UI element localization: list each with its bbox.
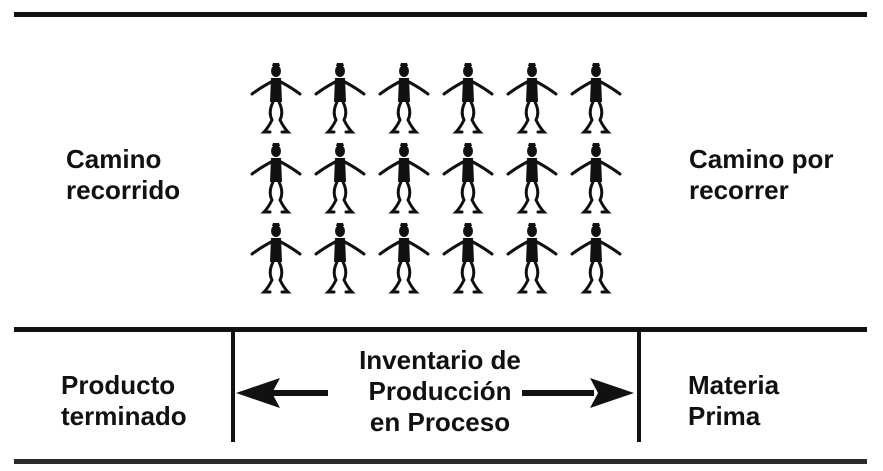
worker-figure-icon	[570, 223, 622, 294]
worker-figure	[564, 62, 628, 142]
worker-figure	[244, 142, 308, 222]
worker-figure	[500, 142, 564, 222]
wip-inventory-label: Inventario de Producción en Proceso	[359, 345, 521, 437]
worker-figure-icon	[378, 143, 430, 214]
right-divider	[637, 330, 641, 442]
bottom-rule	[14, 459, 867, 464]
worker-figure	[244, 62, 308, 142]
worker-figure-icon	[442, 63, 494, 134]
worker-figures-grid	[244, 62, 628, 302]
worker-figure-icon	[570, 63, 622, 134]
worker-figure	[308, 62, 372, 142]
worker-figure	[244, 222, 308, 302]
worker-figure	[436, 142, 500, 222]
finished-product-label: Producto terminado	[61, 370, 187, 431]
worker-figure	[372, 62, 436, 142]
worker-figure-icon	[314, 143, 366, 214]
worker-figure-icon	[570, 143, 622, 214]
worker-figure	[500, 62, 564, 142]
worker-figure-icon	[250, 223, 302, 294]
worker-figure	[436, 62, 500, 142]
worker-figure-icon	[442, 223, 494, 294]
middle-rule	[14, 327, 867, 332]
worker-figure	[564, 222, 628, 302]
raw-material-label: Materia Prima	[688, 370, 780, 431]
worker-figure-icon	[442, 143, 494, 214]
worker-figure-icon	[250, 143, 302, 214]
worker-figure-icon	[378, 223, 430, 294]
worker-figure-icon	[506, 223, 558, 294]
worker-figure	[308, 222, 372, 302]
worker-figure	[372, 142, 436, 222]
worker-figure-icon	[506, 143, 558, 214]
worker-figure-icon	[250, 63, 302, 134]
top-rule	[14, 12, 867, 17]
worker-figure-icon	[506, 63, 558, 134]
left-divider	[231, 330, 235, 442]
worker-figure-icon	[314, 223, 366, 294]
worker-figure-icon	[314, 63, 366, 134]
worker-figure	[308, 142, 372, 222]
path-remaining-label: Camino por recorrer	[689, 144, 834, 205]
worker-figure	[500, 222, 564, 302]
left-arrow-icon	[236, 378, 328, 408]
right-arrow-icon	[522, 378, 634, 408]
path-traveled-label: Camino recorrido	[66, 144, 181, 205]
worker-figure	[564, 142, 628, 222]
worker-figure	[372, 222, 436, 302]
worker-figure	[436, 222, 500, 302]
worker-figure-icon	[378, 63, 430, 134]
